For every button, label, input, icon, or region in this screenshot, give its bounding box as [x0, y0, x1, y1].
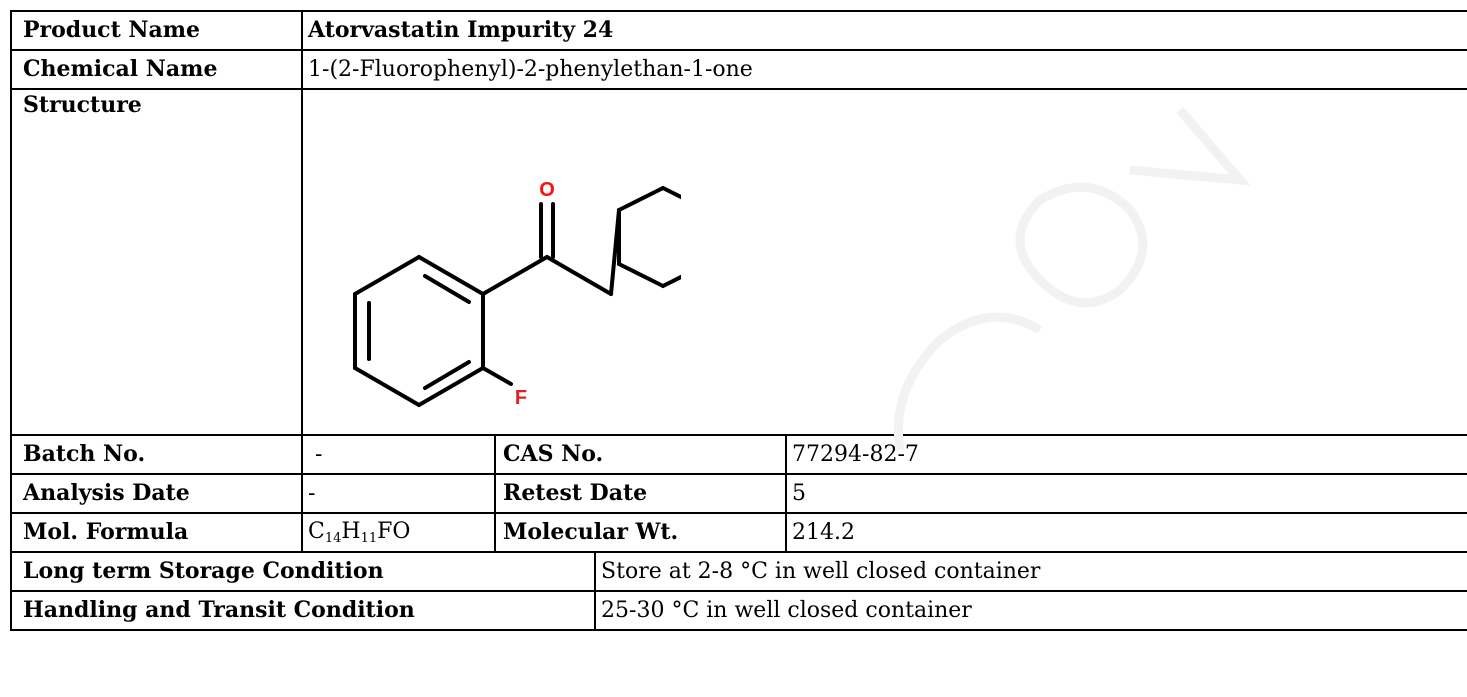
long-term-storage-label: Long term Storage Condition — [9, 551, 597, 592]
fluorine-atom-label: F — [515, 387, 527, 409]
structure-image-cell: O F — [301, 88, 1467, 436]
handling-transit-label: Handling and Transit Condition — [9, 590, 597, 631]
retest-date-value: 5 — [785, 473, 1467, 514]
row-chemical-name: Chemical Name 1-(2-Fluorophenyl)-2-pheny… — [9, 49, 1467, 90]
formula-hydrogen-count: 11 — [360, 530, 378, 546]
batch-no-value: - — [301, 434, 497, 475]
row-handling-transit: Handling and Transit Condition 25-30 °C … — [9, 590, 1467, 631]
structure-bonds — [353, 186, 682, 407]
structure-label: Structure — [9, 88, 304, 436]
formula-hydrogen: H — [341, 518, 361, 544]
handling-transit-value: 25-30 °C in well closed container — [594, 590, 1467, 631]
bond — [417, 255, 486, 296]
formula-carbon: C — [308, 518, 325, 544]
oxygen-atom-label: O — [539, 182, 555, 201]
coa-table: Product Name Atorvastatin Impurity 24 Ch… — [9, 10, 1467, 631]
row-long-term-storage: Long term Storage Condition Store at 2-8… — [9, 551, 1467, 592]
formula-carbon-count: 14 — [324, 530, 342, 546]
bond — [661, 186, 682, 200]
chemical-name-value: 1-(2-Fluorophenyl)-2-phenylethan-1-one — [301, 49, 1467, 90]
chemical-structure-diagram: O F — [353, 182, 682, 409]
molecular-wt-label: Molecular Wt. — [494, 512, 788, 553]
retest-date-label: Retest Date — [494, 473, 788, 514]
molecular-wt-value: 214.2 — [785, 512, 1467, 553]
row-analysis-retest: Analysis Date - Retest Date 5 — [9, 473, 1467, 514]
batch-no-label: Batch No. — [9, 434, 304, 475]
mol-formula-value: C14H11FO — [301, 512, 497, 553]
row-structure: Structure — [9, 88, 1467, 436]
analysis-date-value: - — [301, 473, 497, 514]
bond — [423, 274, 472, 304]
product-name-label: Product Name — [9, 10, 304, 51]
cas-no-label: CAS No. — [494, 434, 788, 475]
row-formula-weight: Mol. Formula C14H11FO Molecular Wt. 214.… — [9, 512, 1467, 553]
bond — [617, 186, 666, 212]
bond — [481, 255, 550, 296]
cas-no-value: 77294-82-7 — [785, 434, 1467, 475]
long-term-storage-value: Store at 2-8 °C in well closed container — [594, 551, 1467, 592]
row-product-name: Product Name Atorvastatin Impurity 24 — [9, 10, 1467, 51]
bond — [417, 366, 486, 407]
product-name-value: Atorvastatin Impurity 24 — [301, 10, 1467, 51]
bond — [353, 255, 422, 296]
row-batch-cas: Batch No. - CAS No. 77294-82-7 — [9, 434, 1467, 475]
bond — [617, 262, 666, 288]
bond — [481, 366, 514, 386]
bond — [545, 255, 614, 296]
bond — [661, 274, 682, 288]
analysis-date-label: Analysis Date — [9, 473, 304, 514]
mol-formula-label: Mol. Formula — [9, 512, 304, 553]
bond — [353, 366, 422, 407]
coa-document: Product Name Atorvastatin Impurity 24 Ch… — [9, 10, 1467, 697]
formula-rest: FO — [377, 518, 411, 544]
chemical-name-label: Chemical Name — [9, 49, 304, 90]
bond — [423, 360, 472, 390]
